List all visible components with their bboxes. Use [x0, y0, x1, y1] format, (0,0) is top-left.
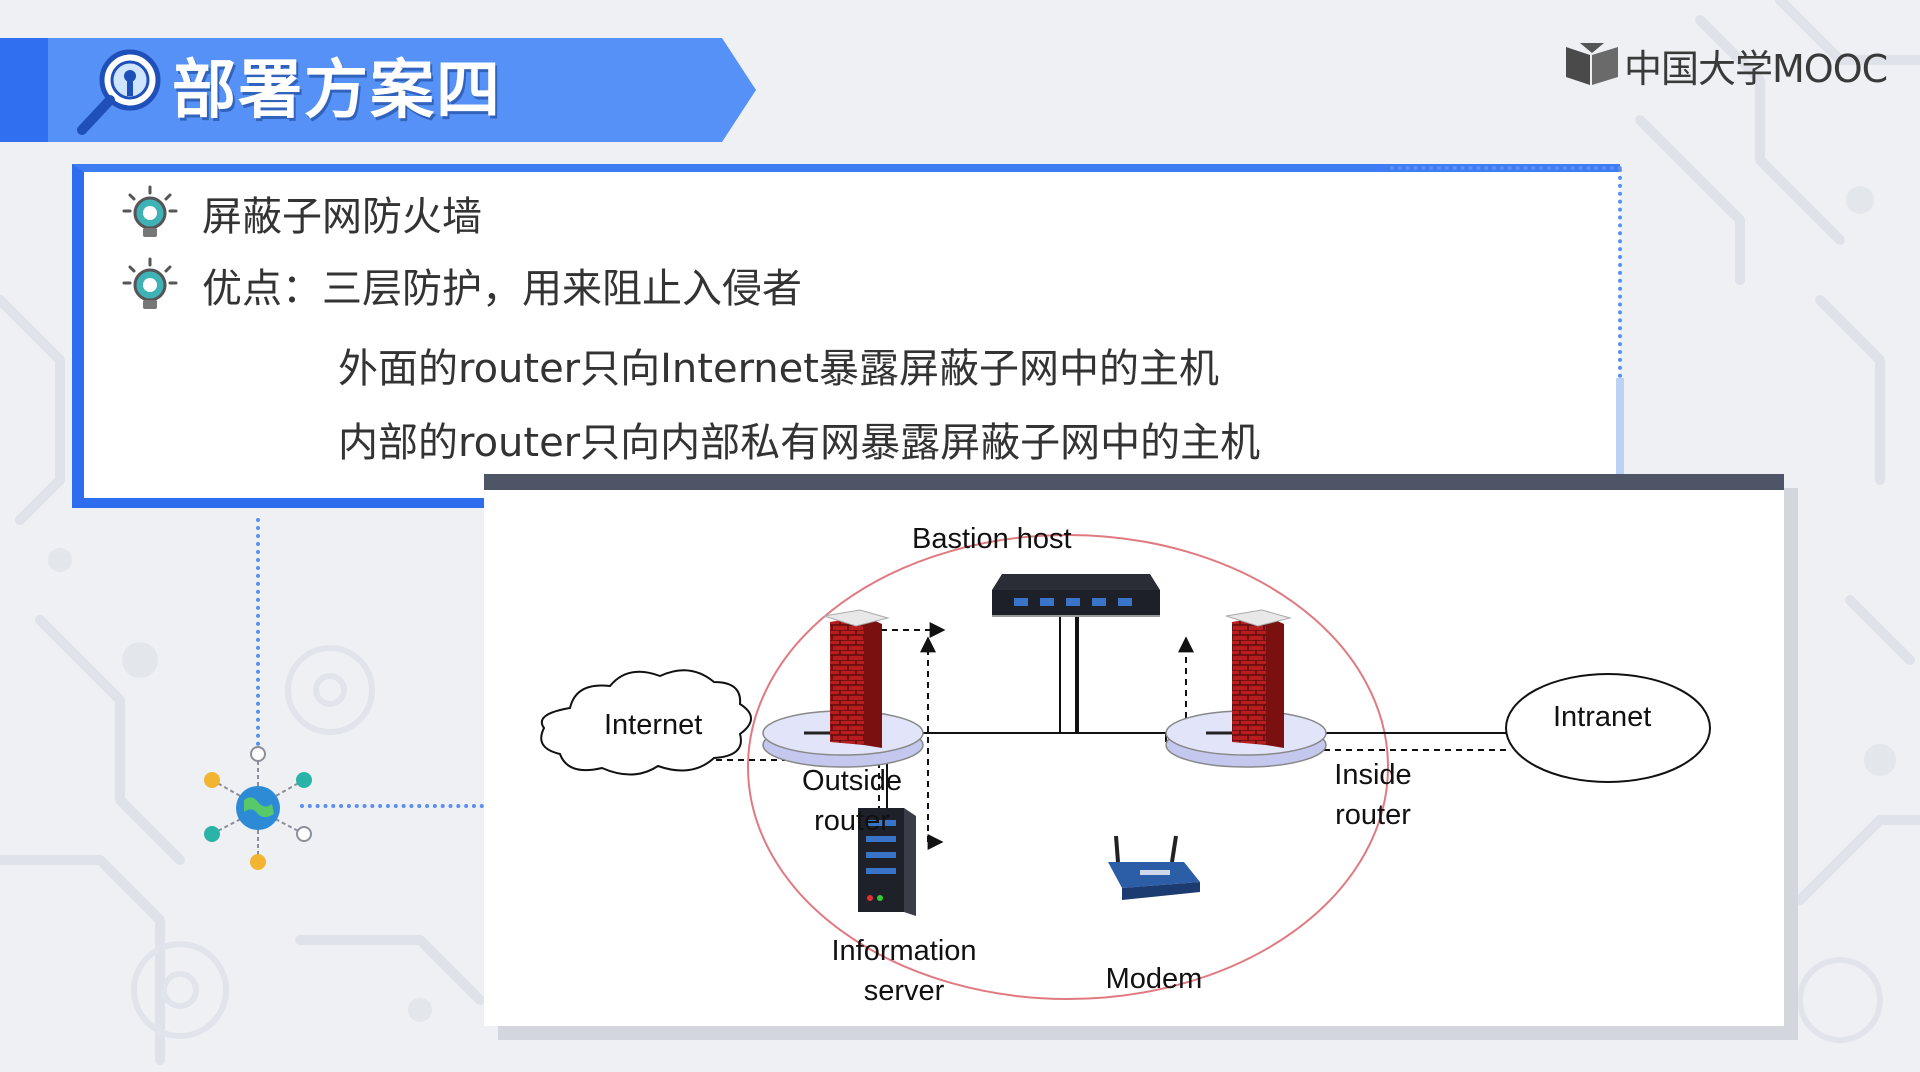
page-title: 部署方案四	[172, 54, 502, 128]
outside-router-label-line1: Outside	[802, 765, 902, 797]
lightbulb-icon	[122, 257, 178, 309]
bastion-host-label: Bastion host	[912, 523, 1072, 555]
inside-router-label-line1: Inside	[1334, 759, 1411, 791]
inside-firewall-icon	[1225, 609, 1292, 748]
modem-label: Modem	[1106, 963, 1203, 995]
globe-network-icon	[204, 746, 312, 870]
sub-line-2: 内部的router只向内部私有网暴露屏蔽子网中的主机	[338, 420, 1261, 466]
bullet-text-2: 优点：三层防护，用来阻止入侵者	[202, 266, 802, 312]
title-banner	[0, 38, 756, 142]
intranet-label: Intranet	[1553, 701, 1651, 733]
information-server-icon	[858, 808, 916, 916]
sub-line-1: 外面的router只向Internet暴露屏蔽子网中的主机	[338, 346, 1219, 392]
magnifier-icon	[77, 49, 161, 135]
information-server-label-line2: server	[864, 975, 945, 1007]
screened-subnet-ellipse	[747, 534, 1389, 1000]
dotted-connector-horizontal	[300, 804, 484, 808]
dotted-connector-vertical	[256, 518, 260, 754]
modem-icon	[1108, 835, 1200, 900]
outside-firewall-icon	[823, 609, 890, 748]
card-dotted-border-top	[1390, 166, 1622, 170]
network-diagram-frame: Bastion host Internet Intranet Outside r…	[484, 474, 1784, 1026]
bullet-item-2: 优点：三层防护，用来阻止入侵者	[122, 256, 802, 314]
intranet-oval	[1505, 673, 1711, 783]
bullet-text-1: 屏蔽子网防火墙	[202, 194, 482, 240]
information-server-label-line1: Information	[831, 935, 976, 967]
internet-label: Internet	[604, 709, 702, 741]
bullet-item-1: 屏蔽子网防火墙	[122, 184, 482, 242]
card-dotted-border-right	[1618, 168, 1622, 378]
card-right-accent	[1616, 378, 1624, 490]
book-logo-icon	[1566, 43, 1618, 85]
screened-subnet-diagram: Bastion host Internet Intranet Outside r…	[540, 523, 1711, 1007]
lightbulb-icon	[122, 185, 178, 237]
content-card	[72, 164, 1620, 508]
outside-router-label-line2: router	[814, 805, 890, 837]
logo-text: 中国大学MOOC	[1624, 46, 1888, 91]
bastion-host-icon	[992, 574, 1160, 617]
mooc-logo: 中国大学MOOC	[1566, 40, 1888, 91]
inside-router-label-line2: router	[1335, 799, 1411, 831]
internet-cloud-icon	[540, 669, 752, 776]
